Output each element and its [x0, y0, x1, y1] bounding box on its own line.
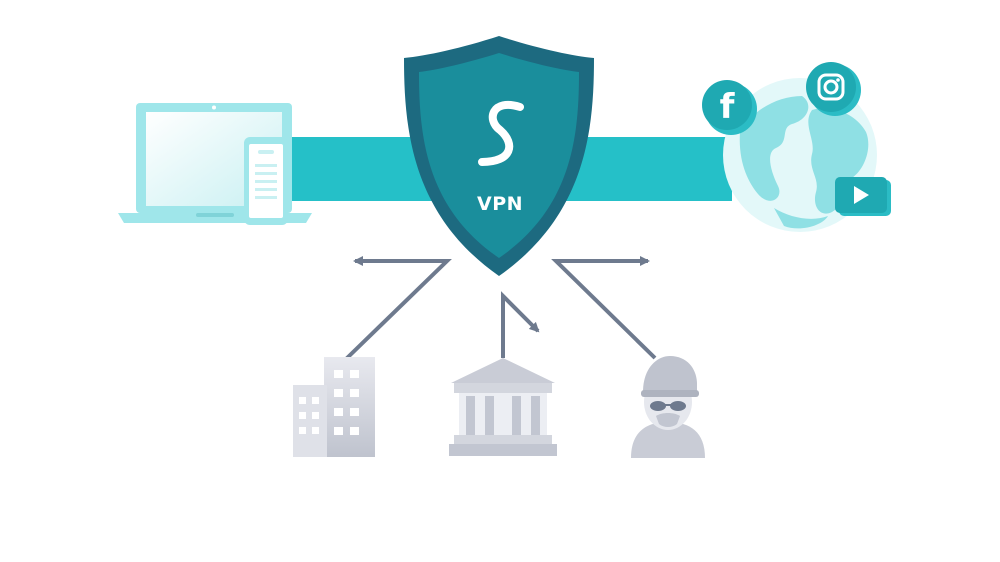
arrow-to-left: [343, 256, 452, 362]
facebook-glyph: f: [720, 87, 736, 127]
facebook-icon: f: [702, 80, 757, 135]
instagram-icon: [806, 62, 861, 116]
vpn-label: VPN: [477, 193, 523, 215]
youtube-icon: [835, 177, 891, 216]
vpn-shield: VPN: [404, 36, 594, 276]
government-building-icon: [449, 358, 557, 456]
surfshark-s-icon: [478, 101, 524, 166]
arrow-to-right: [551, 256, 657, 360]
office-building-icon: [293, 357, 375, 457]
hacker-icon: [631, 356, 705, 458]
arrow-to-center: [501, 291, 540, 358]
redirect-arrows: [343, 256, 657, 362]
smartphone-icon: [244, 137, 288, 225]
